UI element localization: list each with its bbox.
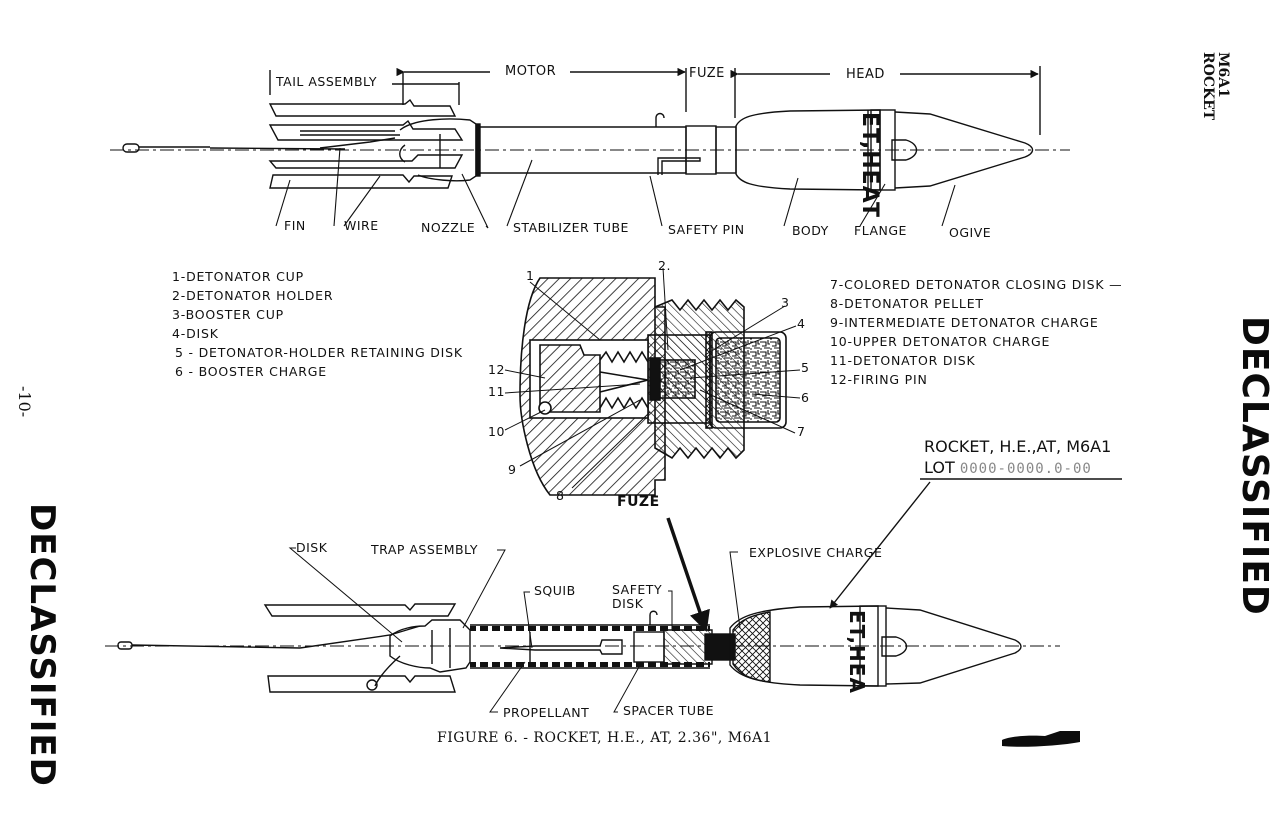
top-rocket-exterior-view <box>110 66 1070 191</box>
legend-item: 7-COLORED DETONATOR CLOSING DISK — <box>830 277 1123 292</box>
callout-wire: WIRE <box>344 218 379 233</box>
part-number-7: 7 <box>797 424 806 439</box>
callout-flange: FLANGE <box>854 223 907 238</box>
legend-item: 5 - DETONATOR-HOLDER RETAINING DISK <box>175 345 463 360</box>
callout-body: BODY <box>792 223 829 238</box>
figure-caption: FIGURE 6. - ROCKET, H.E., AT, 2.36", M6A… <box>437 730 773 746</box>
callout-spacer-tube: SPACER TUBE <box>623 703 715 718</box>
section-label-head: HEAD <box>846 67 885 82</box>
part-number-1: 1 <box>526 268 535 283</box>
callout-safety-pin: SAFETY PIN <box>668 222 745 237</box>
fuze-cross-section <box>519 277 787 496</box>
legend-item: 2-DETONATOR HOLDER <box>172 288 334 303</box>
legend-item: 8-DETONATOR PELLET <box>830 296 984 311</box>
declassified-stamp-left: DECLASSIFIED <box>22 503 62 787</box>
callout-explosive-charge: EXPLOSIVE CHARGE <box>749 545 883 560</box>
part-number-5: 5 <box>801 360 810 375</box>
fuze-legend-left: 1-DETONATOR CUP 2-DETONATOR HOLDER 3-BOO… <box>172 267 463 381</box>
part-number-4: 4 <box>797 316 806 331</box>
callout-fin: FIN <box>284 218 306 233</box>
legend-item: 12-FIRING PIN <box>830 372 928 387</box>
callout-propellant: PROPELLANT <box>503 705 590 720</box>
part-number-2: 2. <box>658 258 671 273</box>
legend-item: 11-DETONATOR DISK <box>830 353 976 368</box>
callout-safety-disk: DISK <box>612 596 644 611</box>
redaction-mark <box>1002 731 1080 747</box>
part-number-8: 8 <box>556 488 565 503</box>
legend-item: 10-UPPER DETONATOR CHARGE <box>830 334 1051 349</box>
part-number-9: 9 <box>508 462 517 477</box>
section-label-fuze: FUZE <box>689 66 725 81</box>
top-body-marking: ET,HEAT <box>857 112 882 219</box>
callout-ogive: OGIVE <box>949 225 992 240</box>
callout-safety: SAFETY <box>612 582 663 597</box>
callout-trap-assembly: TRAP ASSEMBLY <box>371 542 478 557</box>
callout-squib: SQUIB <box>534 583 576 598</box>
marking-line-1: ROCKET, H.E.,AT, M6A1 <box>924 437 1112 456</box>
legend-item: 4-DISK <box>172 326 219 341</box>
callout-stabilizer-tube: STABILIZER TUBE <box>513 220 629 235</box>
part-number-10: 10 <box>488 424 505 439</box>
legend-item: 1-DETONATOR CUP <box>172 269 304 284</box>
lot-code: 0000-0000.0-00 <box>959 461 1092 477</box>
side-heading-model: M6A1 <box>1215 52 1231 98</box>
legend-item: 9-INTERMEDIATE DETONATOR CHARGE <box>830 315 1099 330</box>
marking-line-2: LOT 0000-0000.0-00 <box>924 458 1092 477</box>
page-number: -10- <box>15 386 34 418</box>
side-heading-type: ROCKET <box>1200 52 1216 121</box>
part-number-12: 12 <box>488 362 505 377</box>
bottom-body-marking: ET,HEA <box>845 610 869 694</box>
fuze-legend-right: 7-COLORED DETONATOR CLOSING DISK — 8-DET… <box>830 275 1122 389</box>
fuze-title: FUZE <box>617 494 660 510</box>
legend-item: 3-BOOSTER CUP <box>172 307 284 322</box>
part-number-11: 11 <box>488 384 505 399</box>
callout-nozzle: NOZZLE <box>421 220 476 235</box>
legend-item: 6 - BOOSTER CHARGE <box>175 364 327 379</box>
declassified-stamp-right: DECLASSIFIED <box>1234 316 1275 616</box>
lot-prefix: LOT <box>924 458 955 477</box>
part-number-6: 6 <box>801 390 810 405</box>
part-number-3: 3 <box>781 295 790 310</box>
section-label-tail-assembly: TAIL ASSEMBLY <box>276 74 377 89</box>
section-label-motor: MOTOR <box>505 64 557 79</box>
callout-disk: DISK <box>296 540 328 555</box>
side-heading: M6A1 ROCKET <box>1200 52 1231 121</box>
bottom-rocket-section-view <box>105 603 1060 693</box>
